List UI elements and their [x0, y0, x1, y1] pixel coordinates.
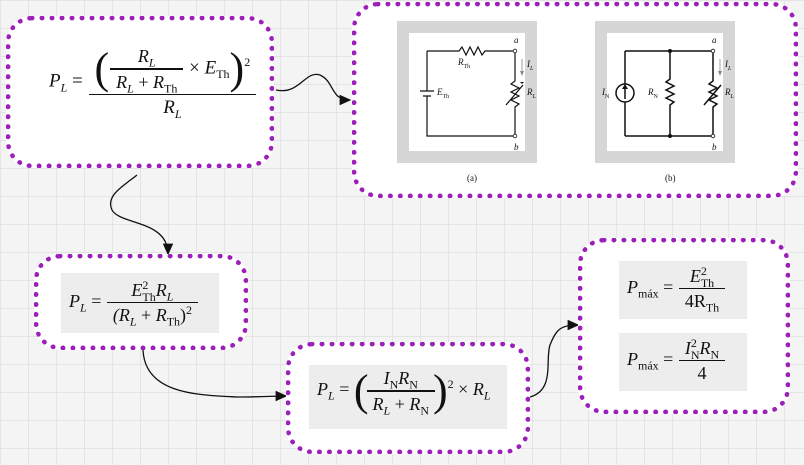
- label-b-node-b: b: [712, 142, 717, 152]
- circuit-a: a b RTh ETh IL RL: [397, 21, 537, 163]
- formula-pmax-thevenin-bg: Pmáx = E2Th 4RTh: [619, 261, 747, 319]
- label-b-rn: RN: [648, 87, 658, 100]
- node-pl-norton[interactable]: PL = ( INRN RL + RN )2 × RL: [286, 342, 530, 454]
- formula-pmax-thevenin: Pmáx = E2Th 4RTh: [627, 265, 726, 314]
- arrow-thevenin-to-norton: [142, 349, 288, 402]
- label-a-node-a: a: [514, 35, 519, 45]
- label-a-il: IL: [527, 59, 534, 72]
- formula-pl-norton-bg: PL = ( INRN RL + RN )2 × RL: [309, 365, 507, 429]
- label-a-node-b: b: [514, 142, 519, 152]
- node-pmax[interactable]: Pmáx = E2Th 4RTh Pmáx = I2NRN 4: [578, 238, 790, 414]
- formula-pl-thevenin-bg: PL = E2ThRL (RL + RTh)2: [61, 273, 219, 333]
- label-b-il: IL: [725, 59, 732, 72]
- label-b-in: IN: [602, 87, 610, 100]
- formula-pmax-norton-bg: Pmáx = I2NRN 4: [619, 333, 747, 391]
- node-circuits[interactable]: a b RTh ETh IL RL (a) a: [352, 2, 798, 198]
- formula-pl-norton: PL = ( INRN RL + RN )2 × RL: [317, 366, 491, 418]
- label-a-eth: ETh: [437, 87, 450, 100]
- arrow-norton-to-pmax: [529, 319, 580, 398]
- formula-pmax-norton: Pmáx = I2NRN 4: [627, 337, 726, 382]
- label-b-node-a: a: [712, 35, 717, 45]
- circuit-b: a b IN RN IL RL: [595, 21, 735, 163]
- label-b-rl: RL: [725, 87, 734, 100]
- caption-b: (b): [665, 173, 676, 183]
- node-pl-thevenin[interactable]: PL = E2ThRL (RL + RTh)2: [34, 254, 248, 350]
- formula-pl-thevenin: PL = E2ThRL (RL + RTh)2: [69, 279, 199, 328]
- label-a-rth: RTh: [458, 57, 471, 70]
- caption-a: (a): [467, 173, 477, 183]
- arrow-top-to-thevenin: [109, 174, 174, 256]
- arrow-top-to-circuits: [275, 73, 352, 106]
- label-a-rl: RL: [527, 87, 536, 100]
